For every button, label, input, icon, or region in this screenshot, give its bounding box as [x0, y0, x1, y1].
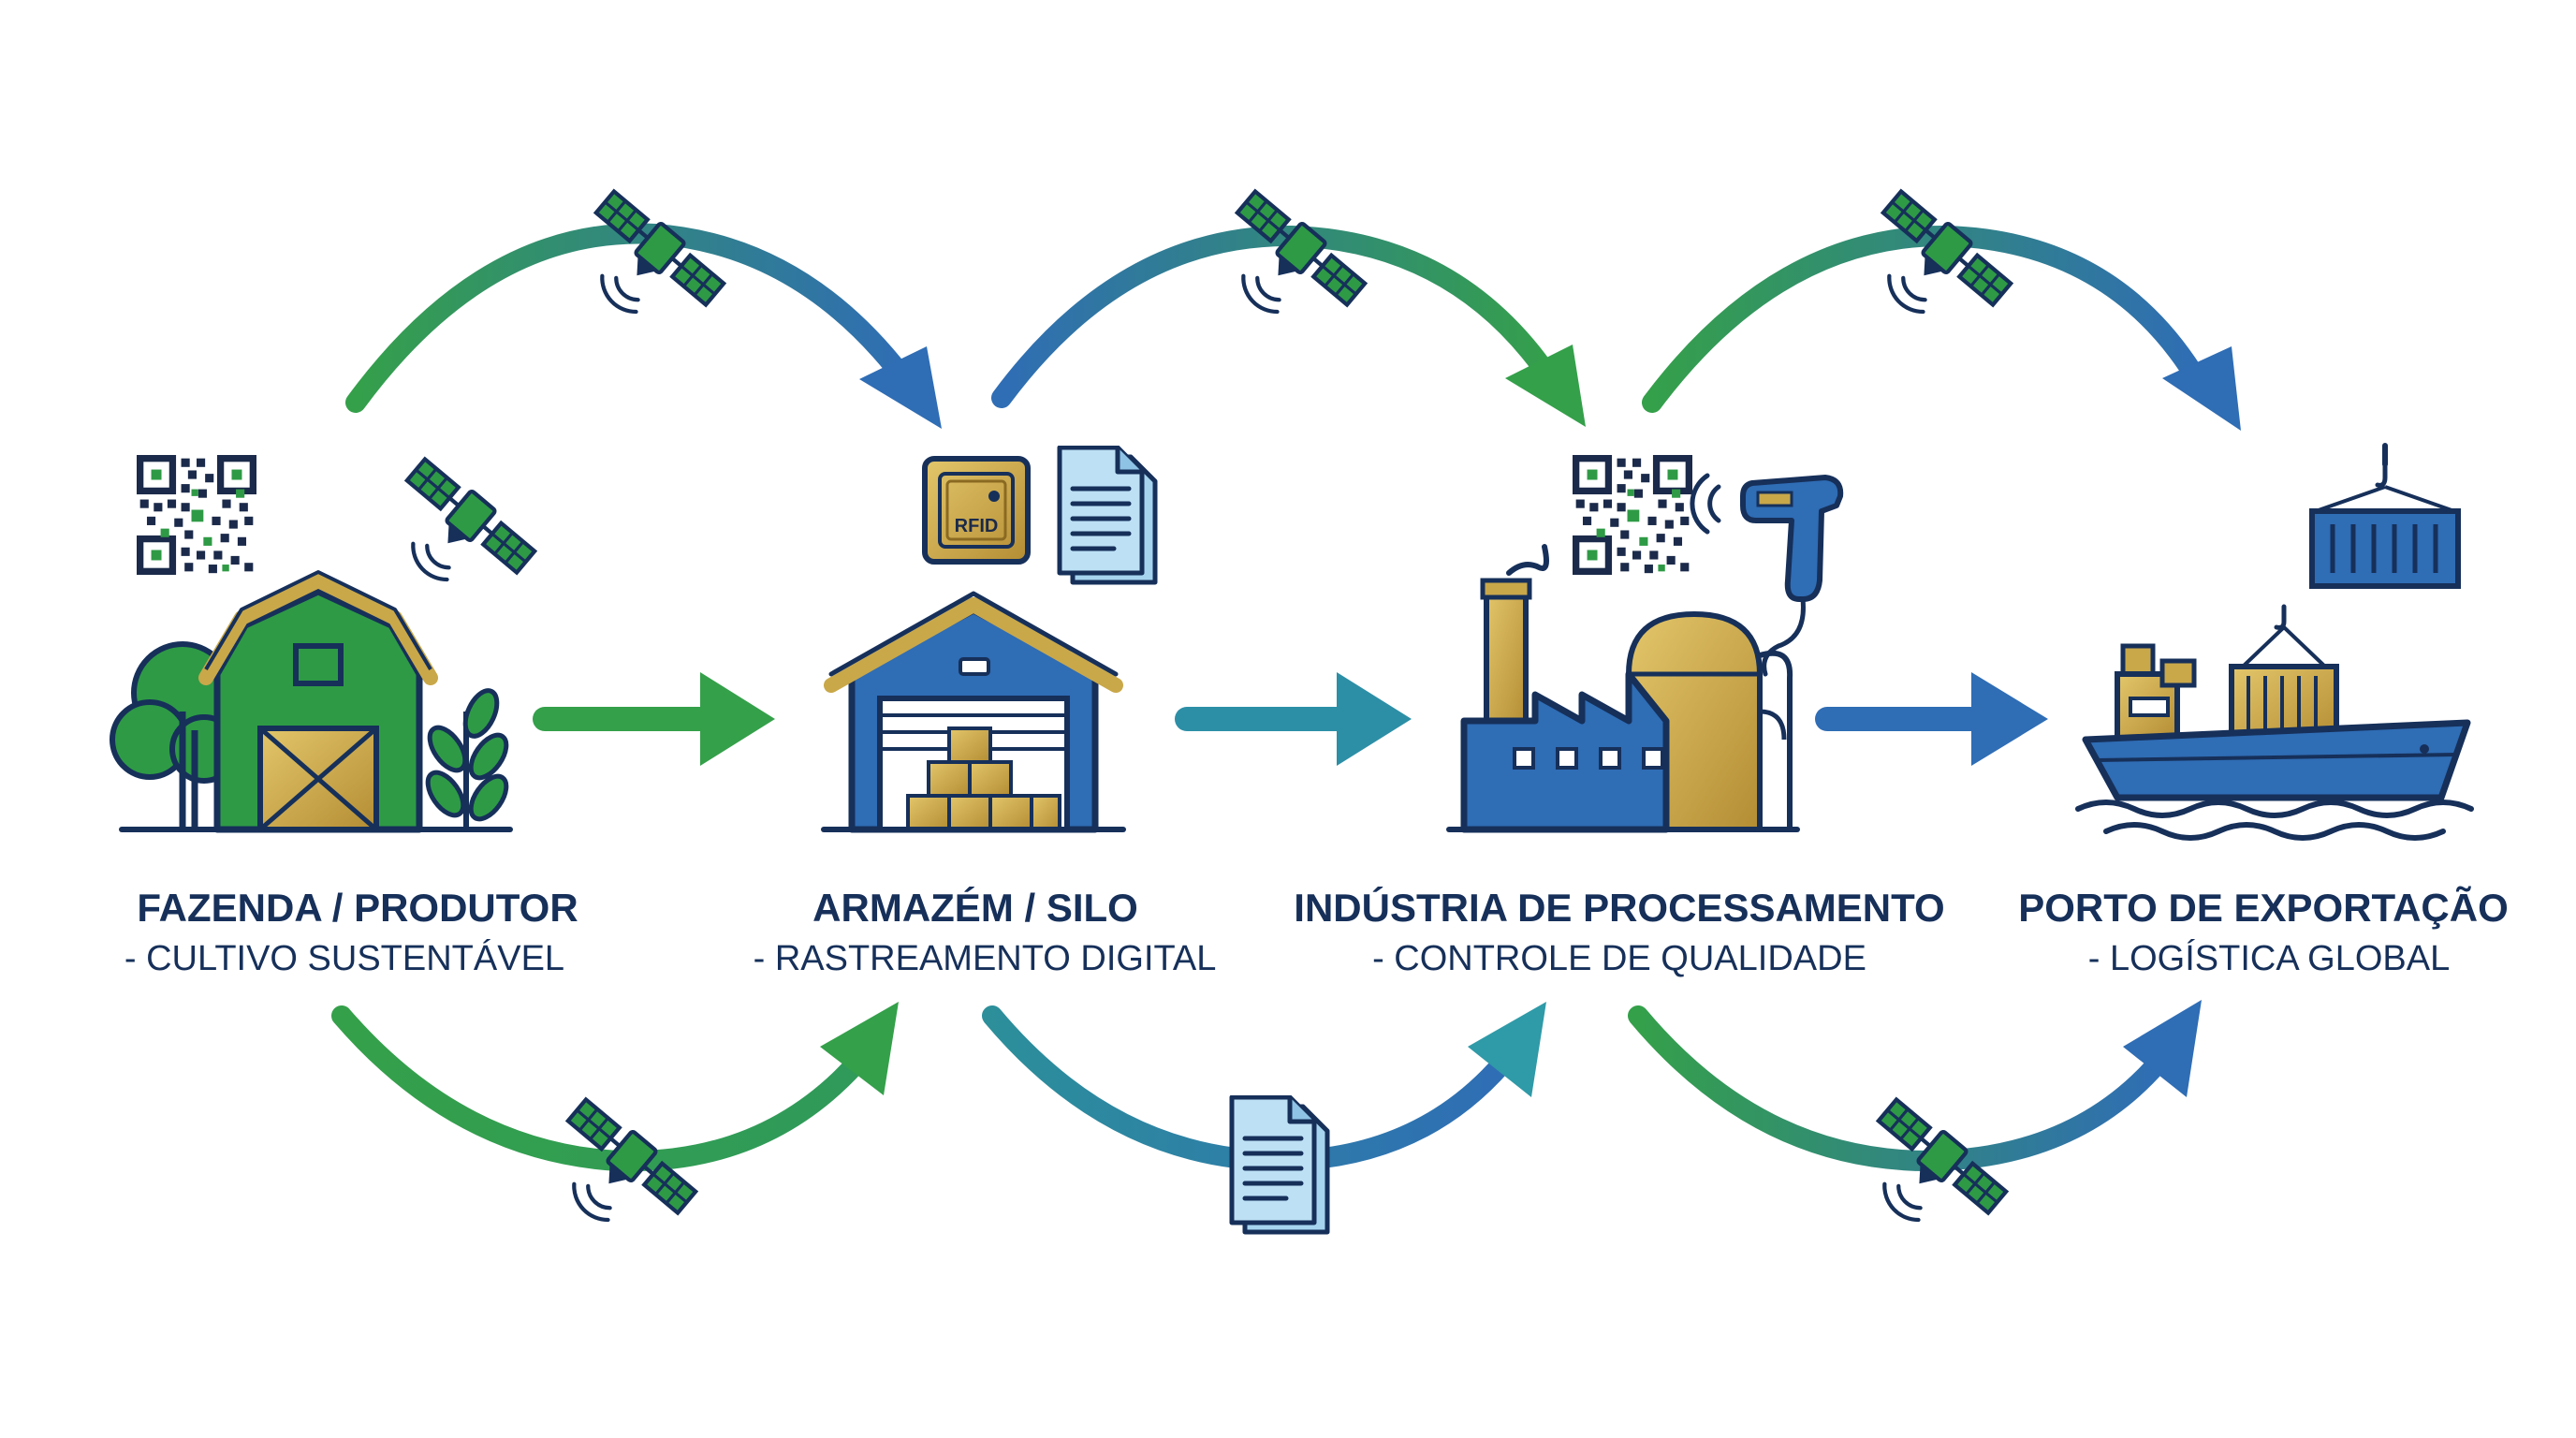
qr-code-icon	[137, 455, 256, 575]
satellite-icon	[393, 455, 538, 590]
satellite-icon	[1869, 187, 2014, 322]
factory-icon	[1446, 578, 1800, 833]
stage-farm: FAZENDA / PRODUTOR - CULTIVO SUSTENTÁVEL	[110, 455, 578, 978]
stage-title: INDÚSTRIA DE PROCESSAMENTO	[1294, 885, 1944, 930]
stage-subtitle: - CONTROLE DE QUALIDADE	[1372, 939, 1866, 978]
barn-icon	[110, 570, 513, 833]
qr-code-icon	[1573, 455, 1692, 575]
smoke-icon	[1506, 544, 1549, 576]
top-arc-3-head	[2162, 346, 2241, 431]
warehouse-icon	[821, 591, 1126, 833]
stage-subtitle: - RASTREAMENTO DIGITAL	[754, 939, 1217, 978]
top-arc-2-head	[1505, 345, 1586, 427]
top-arc-1-head	[859, 346, 942, 429]
stage-title: FAZENDA / PRODUTOR	[137, 886, 578, 930]
arrow-1-head	[700, 672, 775, 766]
stage-warehouse: RFID ARMAZÉM / SILO - RASTREAMENTO DIGIT…	[754, 448, 1217, 978]
document-icon	[1060, 448, 1155, 582]
bottom-arc-1-head	[820, 1002, 899, 1095]
stage-factory: INDÚSTRIA DE PROCESSAMENTO - CONTROLE DE…	[1294, 455, 1945, 978]
svg-text:RFID: RFID	[955, 516, 999, 536]
arrow-2-head	[1337, 672, 1412, 766]
top-arc-2	[991, 225, 1564, 408]
top-arc-1	[345, 223, 918, 413]
arrow-3-head	[1971, 672, 2048, 766]
stage-subtitle: - LOGÍSTICA GLOBAL	[2088, 938, 2450, 978]
stage-port: PORTO DE EXPORTAÇÃO - LOGÍSTICA GLOBAL	[2018, 443, 2509, 978]
bottom-arc-3-head	[2123, 1000, 2202, 1097]
document-icon	[1232, 1097, 1327, 1232]
stage-title: PORTO DE EXPORTAÇÃO	[2018, 886, 2509, 930]
barcode-scanner-icon	[1690, 473, 1844, 677]
rfid-tag-icon: RFID	[922, 456, 1031, 565]
main-flow-arrows	[533, 672, 2048, 766]
crop-icon	[425, 688, 509, 829]
stage-title: ARMAZÉM / SILO	[812, 886, 1138, 930]
cargo-ship-icon	[2075, 604, 2474, 841]
bottom-arc-2-head	[1468, 1002, 1546, 1097]
stage-subtitle: - CULTIVO SUSTENTÁVEL	[124, 938, 564, 978]
satellite-icon	[1223, 187, 1368, 322]
satellite-icon	[582, 187, 727, 322]
container-icon	[2309, 443, 2461, 589]
